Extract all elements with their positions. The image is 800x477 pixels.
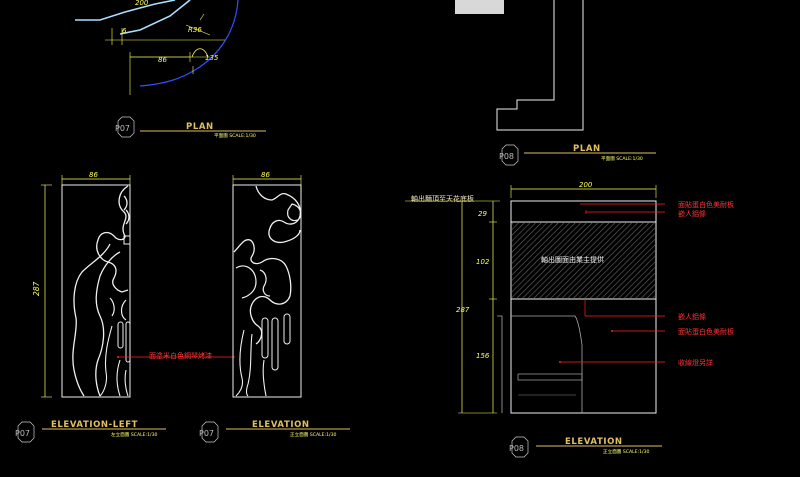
view-subtitle: 平面圖 SCALE:1/30 [214,133,256,139]
dim-6: 6 [122,27,127,35]
note-light: 收線燈另詳 [678,358,713,367]
cabinet-outline [497,315,503,413]
note-aluminum: 嵌人鋁條 [678,312,706,321]
dim-200: 200 [579,181,593,189]
plan-view-right: P08 PLAN 平面圖 SCALE:1/30 [455,0,656,166]
view-badge [511,436,529,458]
elevation-right-view: 軸出麵頂至天花底板 200 29 102 287 156 軸出圖面由業主提供 [405,181,734,458]
view-badge [17,421,35,443]
dim-29: 29 [478,210,487,218]
dim-86: 86 [89,171,98,179]
view-title: ELEVATION [565,437,623,447]
ceiling-note: 軸出麵頂至天花底板 [411,194,474,203]
counter-outline [75,0,176,21]
dim-102: 102 [476,258,490,266]
view-badge [501,144,519,166]
view-title: PLAN [186,122,214,132]
note-laminate: 面貼蛋白色美耐板 [678,327,734,336]
dim-287: 287 [32,281,41,296]
note-paint: 面塗米白色鋼琴烤漆 [149,351,212,360]
view-subtitle: 正立面圖 SCALE:1/30 [603,448,650,455]
view-subtitle: 正立面圖 SCALE:1/30 [290,431,337,438]
elevation-left-view: 86 287 面塗米白色鋼琴烤漆 P07 ELEVATION-LEFT 左立面圖… [15,171,235,443]
counter-outline [184,0,191,5]
panel-outline [232,184,302,398]
view-title: PLAN [573,144,601,154]
panel-outline [61,184,131,398]
view-subtitle: 平面圖 SCALE:1/30 [601,156,643,162]
note-aluminum: 嵌人鋁條 [678,209,706,218]
dim-156: 156 [476,352,490,360]
view-badge-label: P07 [199,429,214,438]
view-subtitle: 左立面圖 SCALE:1/30 [111,431,158,438]
panel-label: 軸出圖面由業主提供 [541,255,604,264]
light-strip [517,373,583,381]
dim-86: 86 [158,56,167,64]
counter-outline [119,0,191,35]
panel-outline [510,200,657,414]
plan-view-left: 200 R36 6 86 135 P07 PLAN 平面圖 SCALE:1/30 [75,0,266,139]
dim-287: 287 [456,306,470,314]
dim-r36: R36 [188,26,202,34]
view-badge-label: P07 [115,124,130,133]
view-title: ELEVATION [252,420,310,430]
view-title: ELEVATION-LEFT [51,420,138,430]
dim-86: 86 [261,171,270,179]
elevation-mid-view: 86 P07 ELEVATION 正立面圖 SCALE:1/30 [199,171,350,443]
view-badge-label: P08 [499,152,514,161]
view-badge-label: P08 [509,444,524,453]
image-panel [512,223,655,298]
plan-fill-block [455,0,504,14]
plan-outline [496,0,584,131]
dim-135: 135 [205,54,219,62]
dim-200: 200 [135,0,149,7]
view-badge-label: P07 [15,429,30,438]
plan-arc [139,0,239,87]
note-laminate: 面貼蛋白色美耐板 [678,200,734,209]
cabinet-outline [511,315,583,413]
view-badge [201,421,219,443]
view-badge [117,116,135,138]
